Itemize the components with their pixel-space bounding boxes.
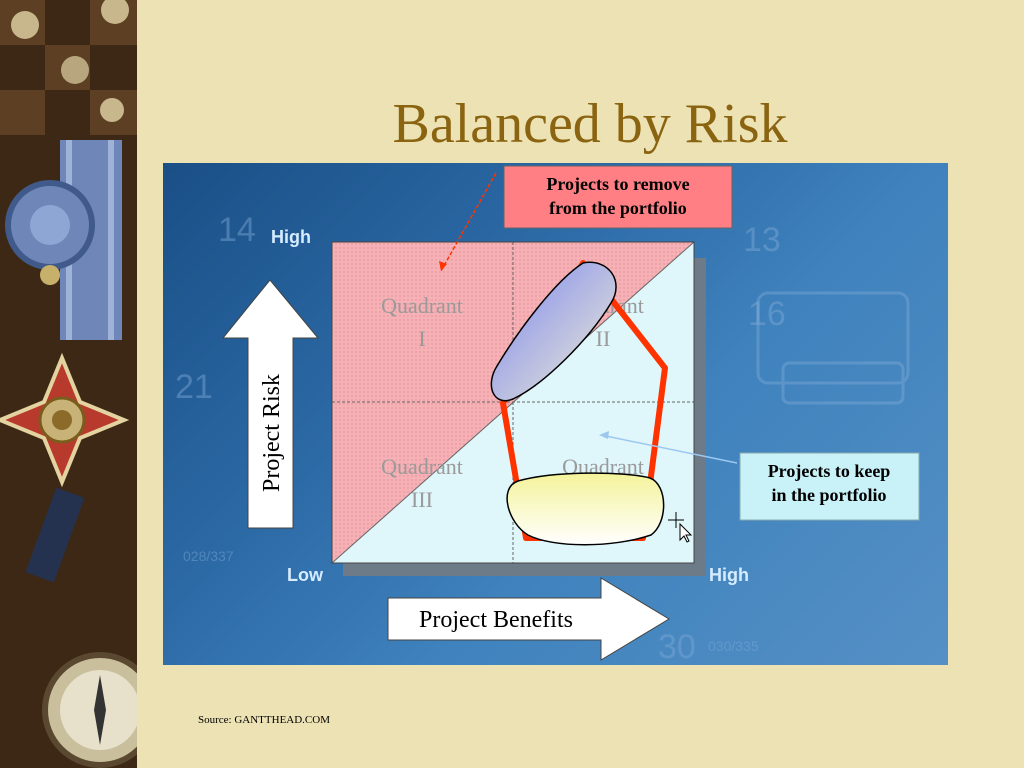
bg-number: 030/335 — [708, 638, 759, 654]
keep-callout: Projects to keep in the portfolio — [599, 431, 920, 521]
bg-number: 16 — [748, 295, 786, 333]
keep-callout-line2: in the portfolio — [772, 485, 887, 505]
keep-pointer-arrow — [600, 434, 738, 464]
decorative-side-strip — [0, 0, 137, 768]
diagram-panel: 14 13 16 21 028/337 30 030/335 Quadrant … — [163, 163, 948, 665]
y-axis-arrow: Project Risk — [221, 279, 320, 529]
remove-callout-line1: Projects to remove — [546, 174, 689, 194]
remove-callout: Projects to remove from the portfolio — [439, 165, 733, 272]
keep-project-blob[interactable] — [506, 472, 665, 546]
quadrant-1-label: Quadrant — [381, 293, 463, 318]
high-risk-project-blob[interactable] — [490, 261, 617, 402]
bg-number: 14 — [218, 211, 256, 249]
bg-number: 028/337 — [183, 548, 234, 564]
x-axis-arrow: Project Benefits — [387, 577, 670, 661]
x-axis-low-label: Low — [287, 565, 324, 585]
background-device-outline — [756, 291, 910, 405]
bg-number: 13 — [743, 221, 781, 259]
bg-number: 21 — [175, 368, 213, 406]
risk-benefit-diagram: 14 13 16 21 028/337 30 030/335 Quadrant … — [175, 165, 920, 665]
move-cursor-icon — [668, 512, 693, 543]
quadrant-3-label: Quadrant — [381, 454, 463, 479]
quadrant-1-number: I — [418, 326, 425, 351]
background-calendar: 14 13 16 21 028/337 30 030/335 — [175, 211, 786, 665]
quadrant-2-number: II — [596, 326, 611, 351]
bg-number: 30 — [658, 628, 696, 665]
y-axis-label: Project Risk — [259, 374, 285, 492]
remove-callout-line2: from the portfolio — [549, 198, 687, 218]
y-axis-high-label: High — [271, 227, 311, 247]
keep-callout-line1: Projects to keep — [768, 461, 891, 481]
source-note: Source: GANTTHEAD.COM — [198, 714, 330, 726]
x-axis-label: Project Benefits — [419, 607, 573, 633]
slide-title: Balanced by Risk — [392, 93, 788, 155]
medal-and-compass-illustration — [0, 0, 137, 768]
x-axis-high-label: High — [709, 565, 749, 585]
remove-pointer-arrow — [440, 172, 497, 272]
quadrant-3-number: III — [411, 487, 433, 512]
